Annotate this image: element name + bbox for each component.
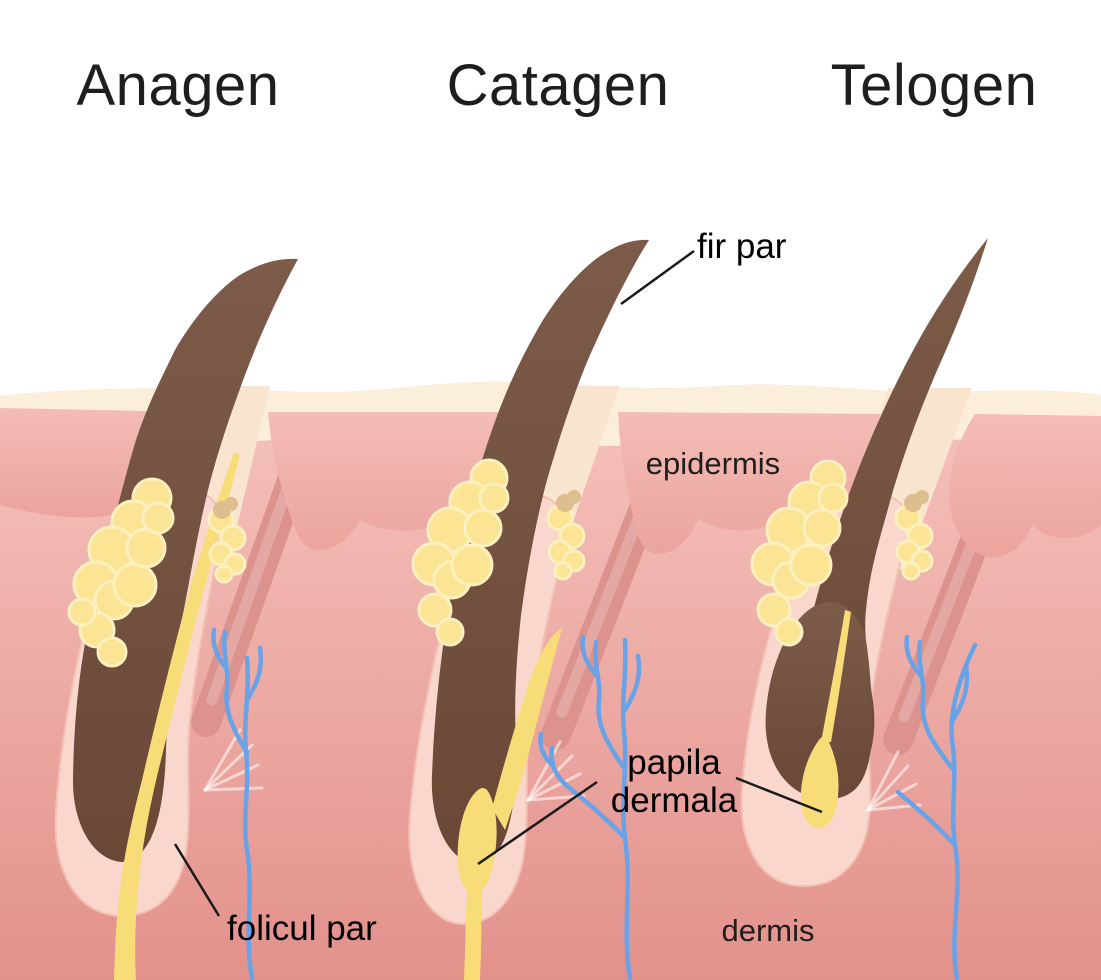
telogen-follicle-bulb (765, 602, 873, 800)
catagen-unit (408, 239, 649, 980)
phase-title-catagen: Catagen (446, 53, 670, 118)
catagen-nerve-fibers (538, 634, 642, 980)
telogen-gland-tan-blob (904, 490, 929, 512)
papila-dermala-right-leader-line (735, 776, 823, 814)
telogen-unit (740, 238, 988, 980)
epidermis-island (948, 414, 1101, 558)
label-folicul-par: folicul par (227, 909, 377, 948)
label-dermis: dermis (721, 913, 815, 948)
label-fir-par: fir par (697, 227, 787, 266)
anagen-unit (54, 258, 298, 980)
catagen-dermal-papilla (457, 628, 562, 980)
leader-lines (173, 249, 823, 917)
anagen-hair-shaft (72, 258, 298, 863)
label-papila-dermala: papila dermala (610, 743, 738, 820)
catagen-gland-tan-blob (556, 490, 581, 512)
papila-dermala-left-leader-line (477, 780, 598, 866)
anagen-hair-medulla (114, 452, 240, 980)
catagen-hair-shaft (431, 239, 649, 865)
telogen-sebaceous-gland (750, 459, 934, 647)
telogen-dermal-papilla (800, 610, 851, 828)
label-epidermis: epidermis (645, 446, 781, 481)
phase-title-telogen: Telogen (830, 53, 1038, 118)
anagen-sebaceous-gland (67, 477, 247, 668)
anagen-gland-tan-blob (213, 497, 238, 519)
folicul-par-leader-line (173, 843, 221, 917)
anagen-nerve-fibers (211, 627, 264, 980)
telogen-nerve-fibers (895, 634, 978, 980)
catagen-sebaceous-gland (411, 458, 586, 647)
fir-par-leader-line (620, 249, 695, 306)
phase-title-anagen: Anagen (76, 53, 280, 118)
